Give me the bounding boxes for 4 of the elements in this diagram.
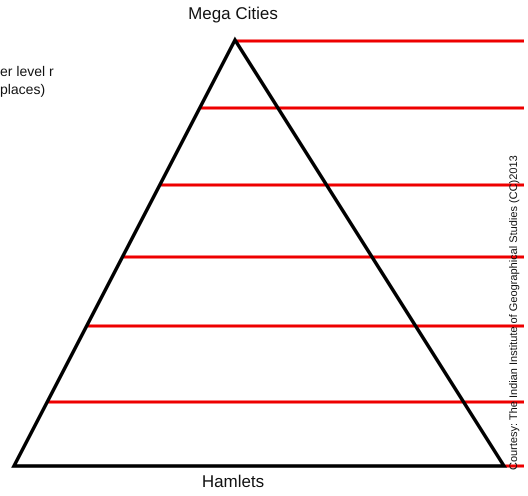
side-note: er level r places) bbox=[0, 62, 55, 98]
credit-text: Courtesy: The Indian Institute of Geographical Studies (CC)2013 bbox=[508, 154, 520, 470]
apex-label: Mega Cities bbox=[187, 4, 279, 24]
base-label: Hamlets bbox=[200, 472, 266, 492]
